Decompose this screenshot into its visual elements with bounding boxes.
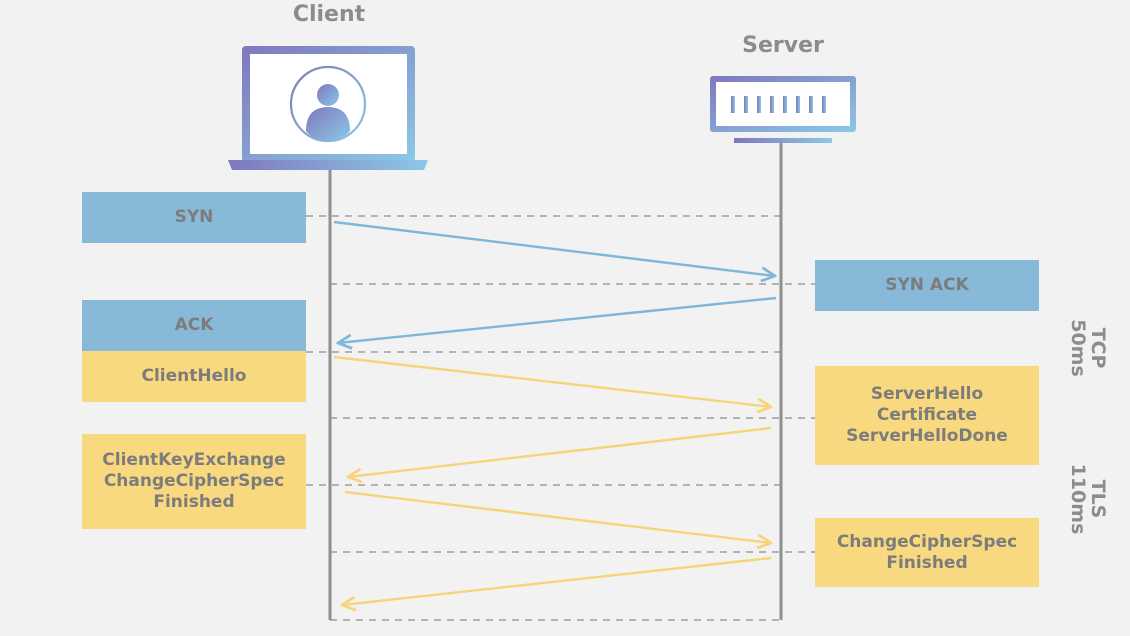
- server-label: Server: [742, 33, 824, 58]
- client-hello-box: ClientHello: [82, 351, 306, 402]
- client-hello-label: ClientHello: [141, 366, 247, 386]
- client-label: Client: [292, 2, 366, 27]
- client-change-cipher-spec-label: ChangeCipherSpec: [103, 471, 285, 491]
- server-hello-done-label: ServerHelloDone: [846, 426, 1008, 446]
- laptop-icon: [228, 46, 428, 170]
- server-hello-box: ServerHello Certificate ServerHelloDone: [815, 366, 1039, 465]
- server-change-cipher-spec-label: ChangeCipherSpec: [836, 531, 1018, 552]
- arrow-server-hello: [348, 426, 772, 477]
- client-key-exchange-label: ClientKeyExchange: [102, 450, 286, 470]
- syn-ack-box: SYN ACK: [815, 260, 1039, 311]
- ack-box: ACK: [82, 300, 306, 351]
- server-hello-label: ServerHello: [870, 384, 984, 404]
- arrow-syn: [333, 220, 775, 276]
- dashed-guides: [306, 215, 815, 621]
- arrow-client-hello: [333, 355, 771, 407]
- tcp-phase-duration: 50ms: [1067, 319, 1089, 377]
- syn-label: SYN: [174, 207, 214, 227]
- server-finished-label: Finished: [886, 552, 968, 573]
- tls-phase-duration: 110ms: [1067, 463, 1089, 535]
- certificate-label: Certificate: [876, 405, 978, 425]
- tls-phase-label: TLS 110ms: [1067, 434, 1109, 564]
- server-icon: [710, 76, 856, 143]
- syn-box: SYN: [82, 192, 306, 243]
- tcp-phase-label: TCP 50ms: [1067, 283, 1109, 413]
- ack-label: ACK: [174, 315, 214, 335]
- syn-ack-label: SYN ACK: [885, 275, 969, 295]
- arrow-client-key-exchange: [344, 490, 771, 543]
- arrow-syn-ack: [338, 296, 777, 343]
- client-finished-label: Finished: [153, 492, 235, 512]
- server-finished-box: ChangeCipherSpec Finished: [815, 518, 1039, 587]
- tls-phase-name: TLS: [1087, 479, 1109, 519]
- arrow-server-finished: [342, 556, 772, 605]
- tcp-phase-name: TCP: [1087, 327, 1109, 369]
- client-key-exchange-box: ClientKeyExchange ChangeCipherSpec Finis…: [82, 434, 306, 529]
